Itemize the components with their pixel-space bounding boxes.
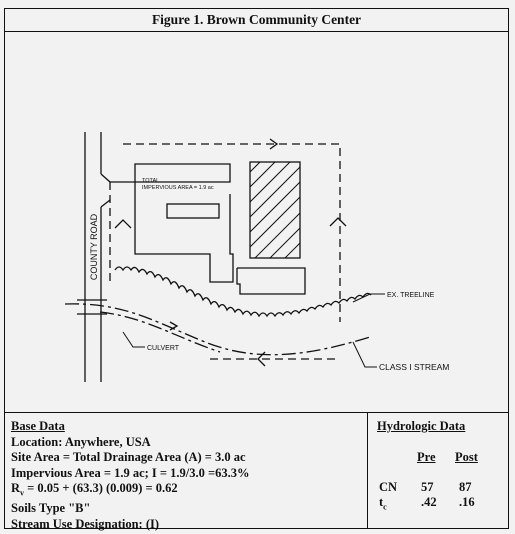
drainage-boundary-top-right <box>123 143 341 322</box>
treeline-label: EX. TREELINE <box>387 292 435 299</box>
flow-arrow-bottom <box>257 351 266 367</box>
flow-arrow-right <box>329 217 347 227</box>
parking-island <box>166 203 220 219</box>
rv-equation: = 0.05 + (63.3) (0.009) = 0.62 <box>24 481 178 495</box>
figure-title: Figure 1. Brown Community Center <box>5 9 508 32</box>
stream-line-upper <box>64 303 371 356</box>
stream-leader <box>352 341 377 368</box>
impervious-label-line2: IMPERVIOUS AREA = 1.9 ac <box>142 185 214 191</box>
rv-symbol: R <box>11 481 21 495</box>
impervious-label-line1: TOTAL <box>142 178 159 184</box>
culvert-label: CULVERT <box>147 345 180 352</box>
base-data-section: Base Data Location: Anywhere, USA Site A… <box>5 413 368 531</box>
runoff-coefficient-line: Rv = 0.05 + (63.3) (0.009) = 0.62 <box>11 481 367 501</box>
tc-symbol: t <box>379 495 384 509</box>
stream-line-lower <box>99 311 221 353</box>
flow-arrow-top <box>269 138 279 150</box>
stream-label: CLASS I STREAM <box>379 362 449 372</box>
pre-column-header: Pre <box>417 450 436 464</box>
treeline-leader <box>352 293 385 303</box>
parking-lot-outline <box>110 163 234 283</box>
site-plan-drawing: COUNTY ROAD TOTAL IMPERVIOUS AREA = 1.9 … <box>64 132 449 382</box>
cn-row-label: CN <box>379 480 398 494</box>
figure-frame: Figure 1. Brown Community Center <box>4 8 509 531</box>
flow-arrow-outlet <box>169 321 179 331</box>
hydrologic-data-section: Hydrologic Data Pre Post CN 57 87 tc .42… <box>369 413 508 529</box>
tc-subscript: c <box>383 502 387 512</box>
site-area-line: Site Area = Total Drainage Area (A) = 3.… <box>11 450 246 464</box>
tc-pre-value: .42 <box>421 495 437 509</box>
accessory-structure <box>236 267 306 295</box>
location-line: Location: Anywhere, USA <box>11 434 151 449</box>
tc-post-value: .16 <box>459 495 475 509</box>
post-column-header: Post <box>455 450 478 464</box>
hydrologic-data-heading: Hydrologic Data <box>377 419 466 433</box>
cn-pre-value: 57 <box>421 480 434 494</box>
flow-arrow-left <box>114 219 132 229</box>
culvert-leader <box>122 331 145 348</box>
site-map: COUNTY ROAD TOTAL IMPERVIOUS AREA = 1.9 … <box>5 32 508 412</box>
cn-post-value: 87 <box>459 480 472 494</box>
base-data-heading: Base Data <box>11 419 65 433</box>
soils-line: Soils Type "B" <box>11 501 91 515</box>
county-road-label: COUNTY ROAD <box>89 213 99 280</box>
data-panel: Base Data Location: Anywhere, USA Site A… <box>5 412 508 531</box>
impervious-line: Impervious Area = 1.9 ac; I = 1.9/3.0 =6… <box>11 465 250 480</box>
treeline-scallops <box>114 266 372 318</box>
rv-subscript: v <box>20 488 25 498</box>
tc-row-label: tc <box>379 495 387 512</box>
stream-use-line: Stream Use Designation: (I) <box>11 516 160 531</box>
driveway-curve-bottom <box>100 199 111 208</box>
driveway-curve-top <box>100 173 111 183</box>
